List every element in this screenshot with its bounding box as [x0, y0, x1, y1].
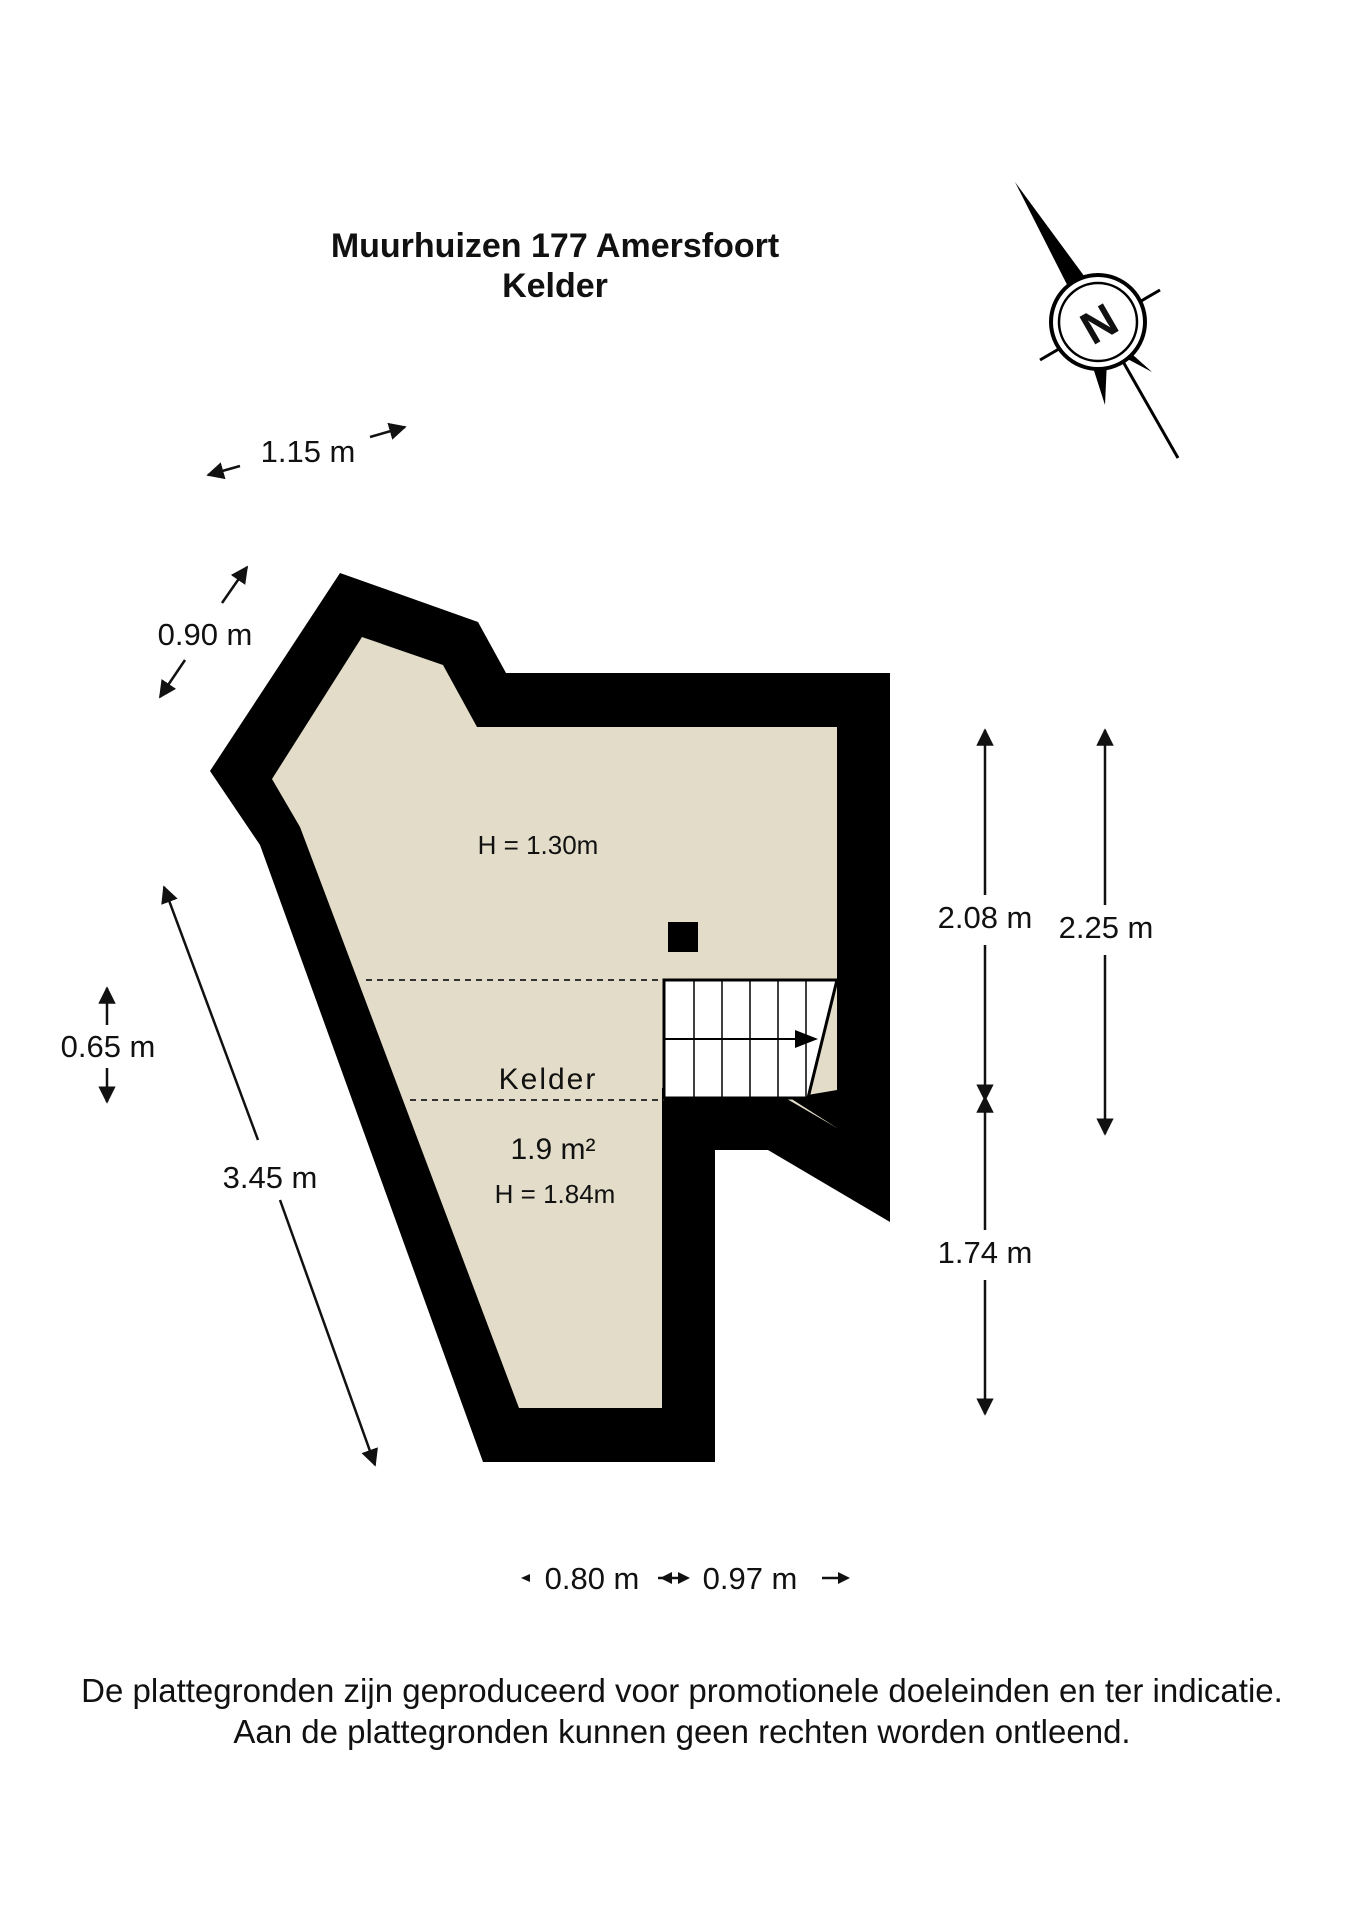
dimension-top: 1.15 m — [206, 422, 407, 480]
dimension-right-total-label: 2.25 m — [1059, 910, 1154, 945]
dimension-left-long: 3.45 m — [161, 885, 378, 1467]
room-floor — [272, 637, 837, 1408]
dimension-top-left-label: 0.90 m — [158, 617, 253, 652]
dimension-bottom-right-label: 0.97 m — [703, 1561, 798, 1596]
dimension-bottom: 0.80 m 0.97 m — [521, 1561, 850, 1596]
dimension-bottom-left-label: 0.80 m — [545, 1561, 640, 1596]
dimension-right-total: 2.25 m — [1059, 728, 1154, 1136]
column-square — [668, 922, 698, 952]
disclaimer-line-2: Aan de plattegronden kunnen geen rechten… — [233, 1713, 1130, 1750]
disclaimer-line-1: De plattegronden zijn geproduceerd voor … — [81, 1672, 1283, 1709]
staircase — [662, 978, 839, 1100]
dimension-right-upper: 2.08 m — [938, 728, 1033, 1102]
dimension-left-short-label: 0.65 m — [61, 1029, 156, 1064]
room-height-lower: H = 1.84m — [495, 1179, 616, 1209]
north-arrow-icon: N — [1015, 182, 1180, 459]
dimension-right-lower-label: 1.74 m — [938, 1235, 1033, 1270]
plan-title: Muurhuizen 177 Amersfoort — [331, 227, 779, 265]
dimension-left-long-label: 3.45 m — [223, 1160, 318, 1195]
room-name: Kelder — [499, 1063, 598, 1096]
dimension-right-upper-label: 2.08 m — [938, 900, 1033, 935]
room-area: 1.9 m² — [510, 1133, 595, 1166]
dimension-top-left: 0.90 m — [158, 565, 253, 699]
dimension-left-short: 0.65 m — [61, 986, 156, 1104]
dimension-top-label: 1.15 m — [261, 434, 356, 469]
dimension-right-lower: 1.74 m — [938, 1095, 1033, 1416]
floor-name: Kelder — [502, 267, 608, 305]
room-height-upper: H = 1.30m — [478, 830, 599, 860]
